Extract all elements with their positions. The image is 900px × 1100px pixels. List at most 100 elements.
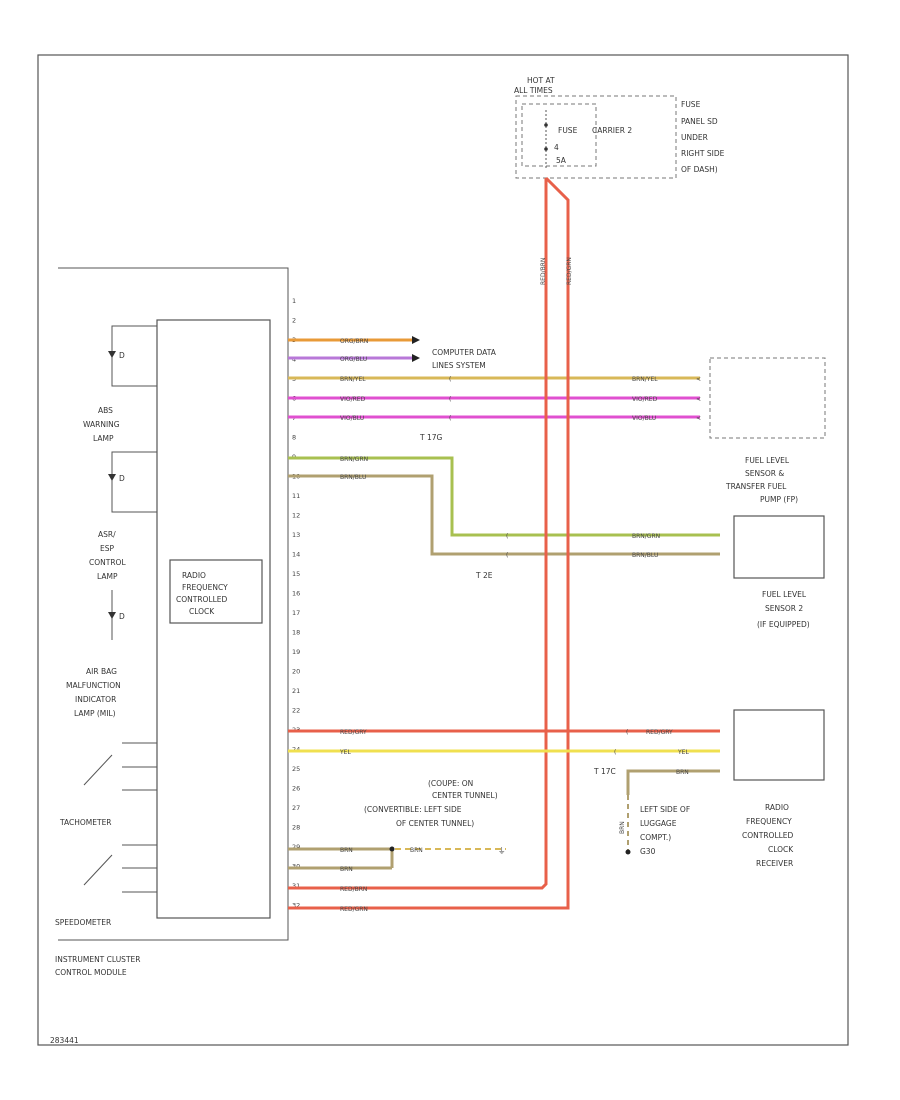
pin-number: 15 <box>292 570 300 578</box>
wire-label: VIO/RED <box>632 396 658 403</box>
airbag-lamp-line: AIR BAG <box>86 667 117 676</box>
fuel-sensor-line: FUEL LEVEL <box>745 456 790 465</box>
airbag-lamp-line: MALFUNCTION <box>66 681 121 690</box>
fuel-sensor2-line: FUEL LEVEL <box>762 590 807 599</box>
clock-receiver-line: RADIO <box>765 803 789 812</box>
ground-note-line: CENTER TUNNEL) <box>432 791 498 800</box>
left-ground-line: COMPT.) <box>640 833 671 842</box>
cluster-name-line: INSTRUMENT CLUSTER <box>55 955 140 964</box>
cluster-control-module <box>156 319 271 919</box>
wire-label: RED/GRN <box>340 906 368 913</box>
clock-receiver-box <box>733 709 825 781</box>
pin-number: 2 <box>292 317 296 325</box>
ground-icon <box>625 849 631 855</box>
asr-lamp-line: ESP <box>100 544 114 553</box>
wire-label: BRN/BLU <box>632 552 658 559</box>
clock-module-line: CONTROLLED <box>176 595 228 604</box>
pin-number: 17 <box>292 609 300 617</box>
computer-data-line: LINES SYSTEM <box>432 361 486 370</box>
pin-number: 22 <box>292 707 300 715</box>
ground-note-line: (CONVERTIBLE: LEFT SIDE <box>364 805 462 814</box>
asr-lamp-line: LAMP <box>97 572 118 581</box>
diode-icon <box>108 351 116 358</box>
fuel-sensor-line: PUMP (FP) <box>760 495 798 504</box>
wire-label: BRN/YEL <box>340 376 366 383</box>
pin-number: 18 <box>292 629 300 637</box>
pin-number: 32 <box>292 902 300 910</box>
wire-label: VIO/BLU <box>340 415 364 422</box>
wire-label: BRN/BLU <box>340 474 366 481</box>
diode-label: D <box>119 474 125 483</box>
clock-receiver-line: RECEIVER <box>756 859 793 868</box>
fuse-carrier: CARRIER 2 <box>592 126 632 135</box>
svg-text:(: ( <box>506 533 508 540</box>
pin-number: 25 <box>292 765 300 773</box>
wire-label: RED/GRN <box>566 257 573 285</box>
svg-text:<: < <box>696 396 701 403</box>
svg-text:<: < <box>696 376 701 383</box>
pin-number: 1 <box>292 297 296 305</box>
tachometer-label: TACHOMETER <box>59 818 112 827</box>
wire-label: ORG/BLU <box>340 356 367 363</box>
svg-text:(: ( <box>506 552 508 559</box>
abs-lamp-line: WARNING <box>83 420 120 429</box>
wire-label: RED/GRY <box>646 729 673 736</box>
fuse-number: 4 <box>554 143 559 152</box>
svg-text:(: ( <box>449 376 451 383</box>
pin-numbers: 1234567891011121314151617181920212223242… <box>292 297 300 910</box>
diode-icon <box>108 612 116 619</box>
fuse-panel-outline <box>515 95 677 179</box>
wire-label: YEL <box>677 749 689 756</box>
fuse-hot-when: ALL TIMES <box>514 86 553 95</box>
abs-lamp-line: LAMP <box>93 434 114 443</box>
asr-lamp-line: ASR/ <box>98 530 116 539</box>
instrument-cluster: RADIO FREQUENCY CONTROLLED CLOCK D ABS W… <box>55 267 300 977</box>
wire-label: BRN <box>410 847 423 854</box>
pin-number: 31 <box>292 882 300 890</box>
pin-number: 11 <box>292 492 300 500</box>
wire-label: BRN <box>340 847 353 854</box>
clock-module-line: CLOCK <box>189 607 215 616</box>
fuse-panel-line: PANEL SD <box>681 117 718 126</box>
wire-label: VIO/BLU <box>632 415 656 422</box>
wire-brn-blu <box>288 474 720 556</box>
pin-number: 28 <box>292 824 300 832</box>
left-ground-line: LUGGAGE <box>640 819 677 828</box>
fuse-panel-line: OF DASH) <box>681 165 718 174</box>
fuel-sensor2-line: (IF EQUIPPED) <box>757 620 810 629</box>
wires: ORG/BRN ORG/BLU COMPUTER DATA LINES SYST… <box>288 176 826 913</box>
ground-tunnel-icon: ⏚ <box>498 846 506 855</box>
wire-label: BRN/GRN <box>632 533 660 540</box>
wire-label: BRN/YEL <box>632 376 658 383</box>
diode-label: D <box>119 351 125 360</box>
left-ground-line: LEFT SIDE OF <box>640 805 690 814</box>
airbag-lamp-line: INDICATOR <box>75 695 116 704</box>
pin-number: 16 <box>292 590 300 598</box>
fuse-panel-line: UNDER <box>681 133 708 142</box>
asr-lamp-line: CONTROL <box>89 558 126 567</box>
speedometer-label: SPEEDOMETER <box>55 918 111 927</box>
wire-red-brn <box>288 178 548 890</box>
connector-t17g: T 17G <box>419 433 443 442</box>
wire-label: YEL <box>339 749 351 756</box>
pin-number: 29 <box>292 843 300 851</box>
wire-label: RED/GRY <box>340 729 367 736</box>
svg-text:(: ( <box>449 396 451 403</box>
fuel-sensor-connector-outline <box>709 357 826 439</box>
pin-number: 27 <box>292 804 300 812</box>
left-ground-line: G30 <box>640 847 656 856</box>
pin-number: 26 <box>292 785 300 793</box>
wire-label: BRN/GRN <box>340 456 368 463</box>
clock-module-box <box>169 559 263 624</box>
pin-number: 21 <box>292 687 300 695</box>
fuse-panel-line: FUSE <box>681 100 701 109</box>
pin-number: 12 <box>292 512 300 520</box>
pin-number: 20 <box>292 668 300 676</box>
clock-module-line: FREQUENCY <box>182 583 228 592</box>
speedometer-gauge-icon <box>83 854 113 886</box>
fuse-label: FUSE <box>558 126 578 135</box>
pin-number: 8 <box>292 434 296 442</box>
abs-lamp-line: ABS <box>98 406 113 415</box>
wire-brn-clock <box>626 769 720 795</box>
